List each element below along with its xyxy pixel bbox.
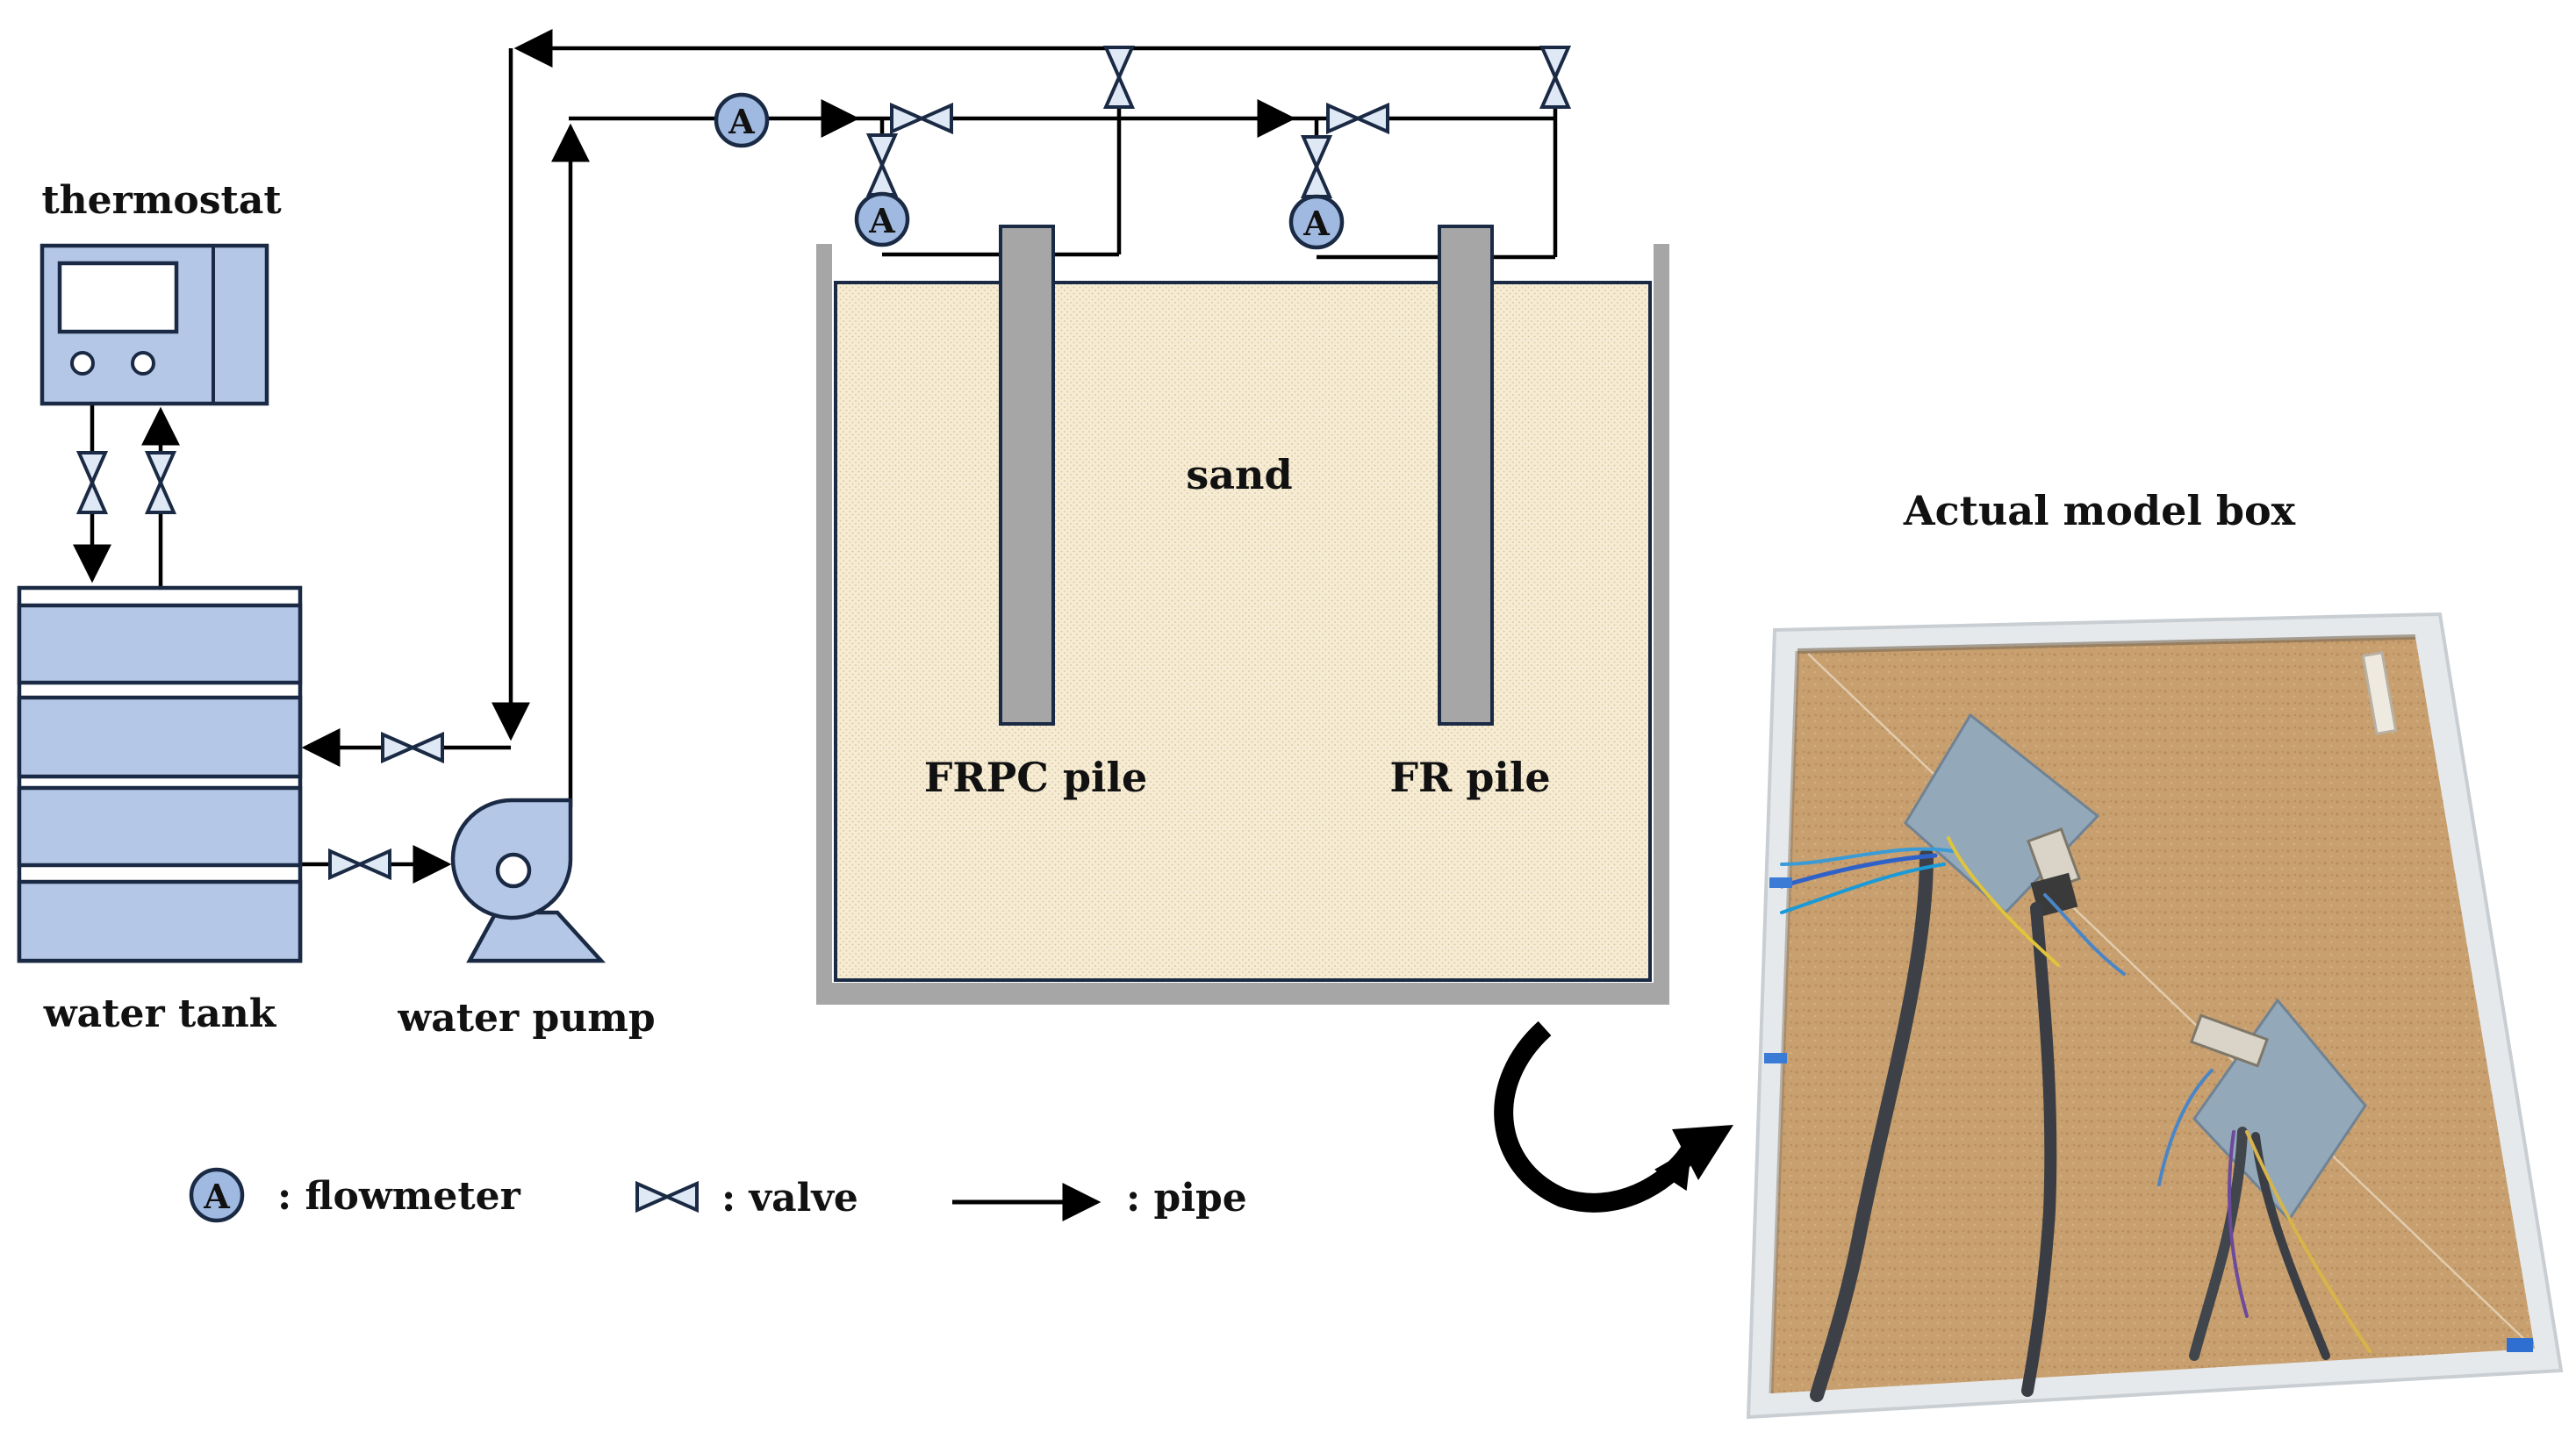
- water-tank: [17, 585, 303, 963]
- flowmeter-symbol: A: [1302, 204, 1330, 243]
- thermostat-display: [57, 261, 179, 334]
- valve-icon: [77, 451, 107, 514]
- valve-icon: [1104, 46, 1134, 109]
- pump-icon: [450, 798, 606, 963]
- valve-icon: [635, 1182, 699, 1212]
- frpc-pile-label: FRPC pile: [924, 754, 1147, 801]
- legend-flowmeter-text: : flowmeter: [277, 1174, 521, 1219]
- legend-valve: : valve: [635, 1176, 858, 1221]
- frpc-pile: [999, 225, 1055, 726]
- legend: A : flowmeter : valve : pipe: [191, 1170, 1247, 1221]
- valve-icon: [890, 104, 953, 133]
- sand-body: [834, 281, 1652, 982]
- box-wall-left: [816, 244, 832, 1005]
- flowmeter-fr: A: [1291, 197, 1342, 247]
- valve-icon: [867, 133, 897, 197]
- thermostat-label: thermostat: [41, 178, 282, 223]
- fr-pile-label: FR pile: [1389, 754, 1550, 801]
- valve-icon: [1540, 46, 1570, 109]
- legend-flowmeter-symbol: A: [203, 1177, 230, 1216]
- flowmeter-symbol: A: [868, 201, 895, 240]
- photo-sand: [1771, 637, 2535, 1393]
- flowmeter-frpc: A: [857, 194, 908, 245]
- legend-flowmeter: A : flowmeter: [191, 1170, 521, 1221]
- valve-icon: [146, 451, 176, 514]
- legend-valve-text: : valve: [721, 1176, 858, 1221]
- water-tank-label: water tank: [43, 992, 277, 1036]
- sand-label: sand: [1186, 451, 1292, 498]
- valve-icon: [328, 849, 391, 879]
- legend-pipe-text: : pipe: [1126, 1176, 1247, 1221]
- flowmeter-header: A: [716, 95, 767, 146]
- actual-model-box-label: Actual model box: [1903, 487, 2296, 534]
- flowmeter-symbol: A: [728, 102, 755, 141]
- curved-arrow-icon: [1494, 1020, 1733, 1213]
- actual-model-box-photo: [1746, 612, 2564, 1420]
- thermostat-knob: [131, 351, 155, 376]
- thermostat: [39, 243, 269, 406]
- model-box: [816, 225, 1669, 1005]
- fr-pile: [1438, 225, 1494, 726]
- legend-pipe: : pipe: [952, 1176, 1247, 1221]
- valve-icon: [381, 733, 444, 762]
- valve-icon: [1326, 104, 1389, 133]
- valve-icon: [1302, 135, 1331, 198]
- water-pump-label: water pump: [397, 996, 655, 1041]
- thermostat-knob: [70, 351, 95, 376]
- box-wall-right: [1654, 244, 1669, 1005]
- box-bottom: [816, 983, 1669, 1005]
